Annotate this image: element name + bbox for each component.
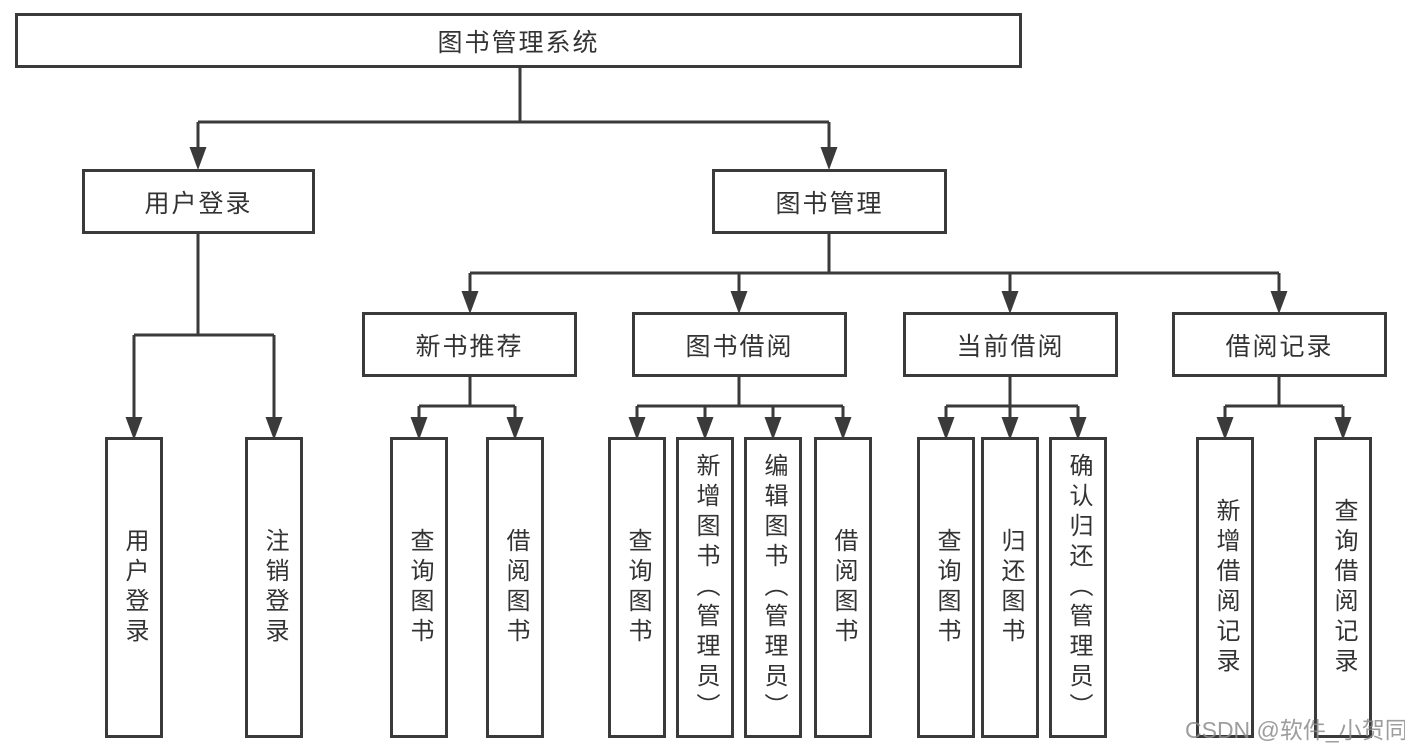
node-book-management: 图书管理 [712, 169, 947, 234]
leaf-query-books: 查询图书 [917, 437, 975, 738]
node-label: 新书推荐 [415, 332, 524, 361]
leaf-add-book-admin: 新增图书（管理员） [676, 437, 734, 738]
leaf-label: 借阅图书 [830, 527, 857, 648]
csdn-watermark: CSDN @软件_小贺同学 [1185, 717, 1405, 743]
node-label: 图书借阅 [685, 332, 794, 361]
leaf-label: 查询借阅记录 [1330, 497, 1357, 678]
leaf-label: 借阅图书 [502, 527, 529, 648]
node-label: 图书管理 [775, 189, 884, 218]
node-label: 用户登录 [144, 189, 253, 218]
leaf-query-books: 查询图书 [608, 437, 666, 738]
leaf-logout: 注销登录 [245, 437, 303, 738]
node-user-login: 用户登录 [82, 169, 315, 234]
leaf-query-books: 查询图书 [390, 437, 448, 738]
leaf-user-login: 用户登录 [105, 437, 163, 738]
leaf-label: 归还图书 [997, 527, 1024, 648]
leaf-label: 编辑图书（管理员） [760, 452, 787, 723]
node-borrowing-records: 借阅记录 [1172, 312, 1387, 377]
node-label: 借阅记录 [1225, 332, 1334, 361]
leaf-borrow-books: 借阅图书 [486, 437, 544, 738]
leaf-edit-book-admin: 编辑图书（管理员） [744, 437, 802, 738]
leaf-borrow-books: 借阅图书 [814, 437, 872, 738]
leaf-label: 新增借阅记录 [1212, 497, 1239, 678]
leaf-label: 注销登录 [261, 527, 288, 648]
node-label: 图书管理系统 [437, 28, 600, 57]
leaf-return-books: 归还图书 [981, 437, 1039, 738]
node-label: 当前借阅 [956, 332, 1065, 361]
node-book-borrowing: 图书借阅 [632, 312, 847, 377]
leaf-label: 新增图书（管理员） [692, 452, 719, 723]
leaf-label: 查询图书 [406, 527, 433, 648]
leaf-query-borrow-record: 查询借阅记录 [1314, 437, 1372, 738]
leaf-label: 查询图书 [933, 527, 960, 648]
leaf-label: 确认归还（管理员） [1065, 452, 1092, 723]
node-current-borrowing: 当前借阅 [903, 312, 1118, 377]
leaf-label: 用户登录 [121, 527, 148, 648]
node-library-management-system: 图书管理系统 [15, 13, 1022, 68]
leaf-confirm-return-admin: 确认归还（管理员） [1049, 437, 1107, 738]
leaf-label: 查询图书 [624, 527, 651, 648]
node-new-book-recommend: 新书推荐 [362, 312, 577, 377]
leaf-add-borrow-record: 新增借阅记录 [1196, 437, 1254, 738]
